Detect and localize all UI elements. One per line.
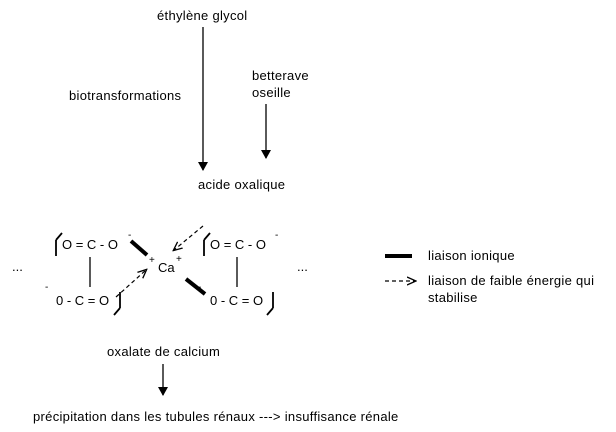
ionic-bond-left bbox=[129, 239, 149, 257]
ellipsis-left: ... bbox=[12, 259, 23, 274]
legend-weak-label-line1: liaison de faible énergie qui bbox=[428, 273, 594, 288]
oxalate-right-bottom: 0 - C = O bbox=[210, 293, 263, 308]
oxalate-left-top: O = C - O bbox=[62, 237, 118, 252]
molecule-calcium-oxalate: ... ... O = C - O - - 0 - C = O + Ca + O… bbox=[12, 225, 308, 316]
charge-plus-right: + bbox=[176, 254, 182, 265]
label-oseille: oseille bbox=[252, 85, 291, 100]
charge-minus-right-bottom: - bbox=[198, 282, 201, 293]
label-acide-oxalique: acide oxalique bbox=[198, 177, 285, 192]
title-ethylene-glycol: éthylène glycol bbox=[157, 8, 248, 23]
charge-minus-left-bottom: - bbox=[45, 282, 48, 293]
charge-minus-left-top: - bbox=[128, 230, 131, 241]
label-betterave: betterave bbox=[252, 68, 309, 83]
label-outcome: précipitation dans les tubules rénaux --… bbox=[33, 409, 399, 424]
ionic-bond-right bbox=[184, 277, 207, 296]
legend-weak-label-line2: stabilise bbox=[428, 290, 478, 305]
oxalate-right-top: O = C - O bbox=[210, 237, 266, 252]
legend-ionic-label: liaison ionique bbox=[428, 248, 515, 263]
ellipsis-right: ... bbox=[297, 259, 308, 274]
label-oxalate-de-calcium: oxalate de calcium bbox=[107, 344, 220, 359]
label-biotransformations: biotransformations bbox=[69, 88, 182, 103]
weak-bond-right bbox=[174, 225, 204, 250]
charge-plus-left: + bbox=[149, 255, 155, 266]
legend: liaison ionique liaison de faible énergi… bbox=[385, 248, 594, 305]
calcium-ion: Ca bbox=[158, 260, 175, 275]
charge-minus-right-top: - bbox=[275, 230, 278, 241]
oxalate-left-bottom: 0 - C = O bbox=[56, 293, 109, 308]
